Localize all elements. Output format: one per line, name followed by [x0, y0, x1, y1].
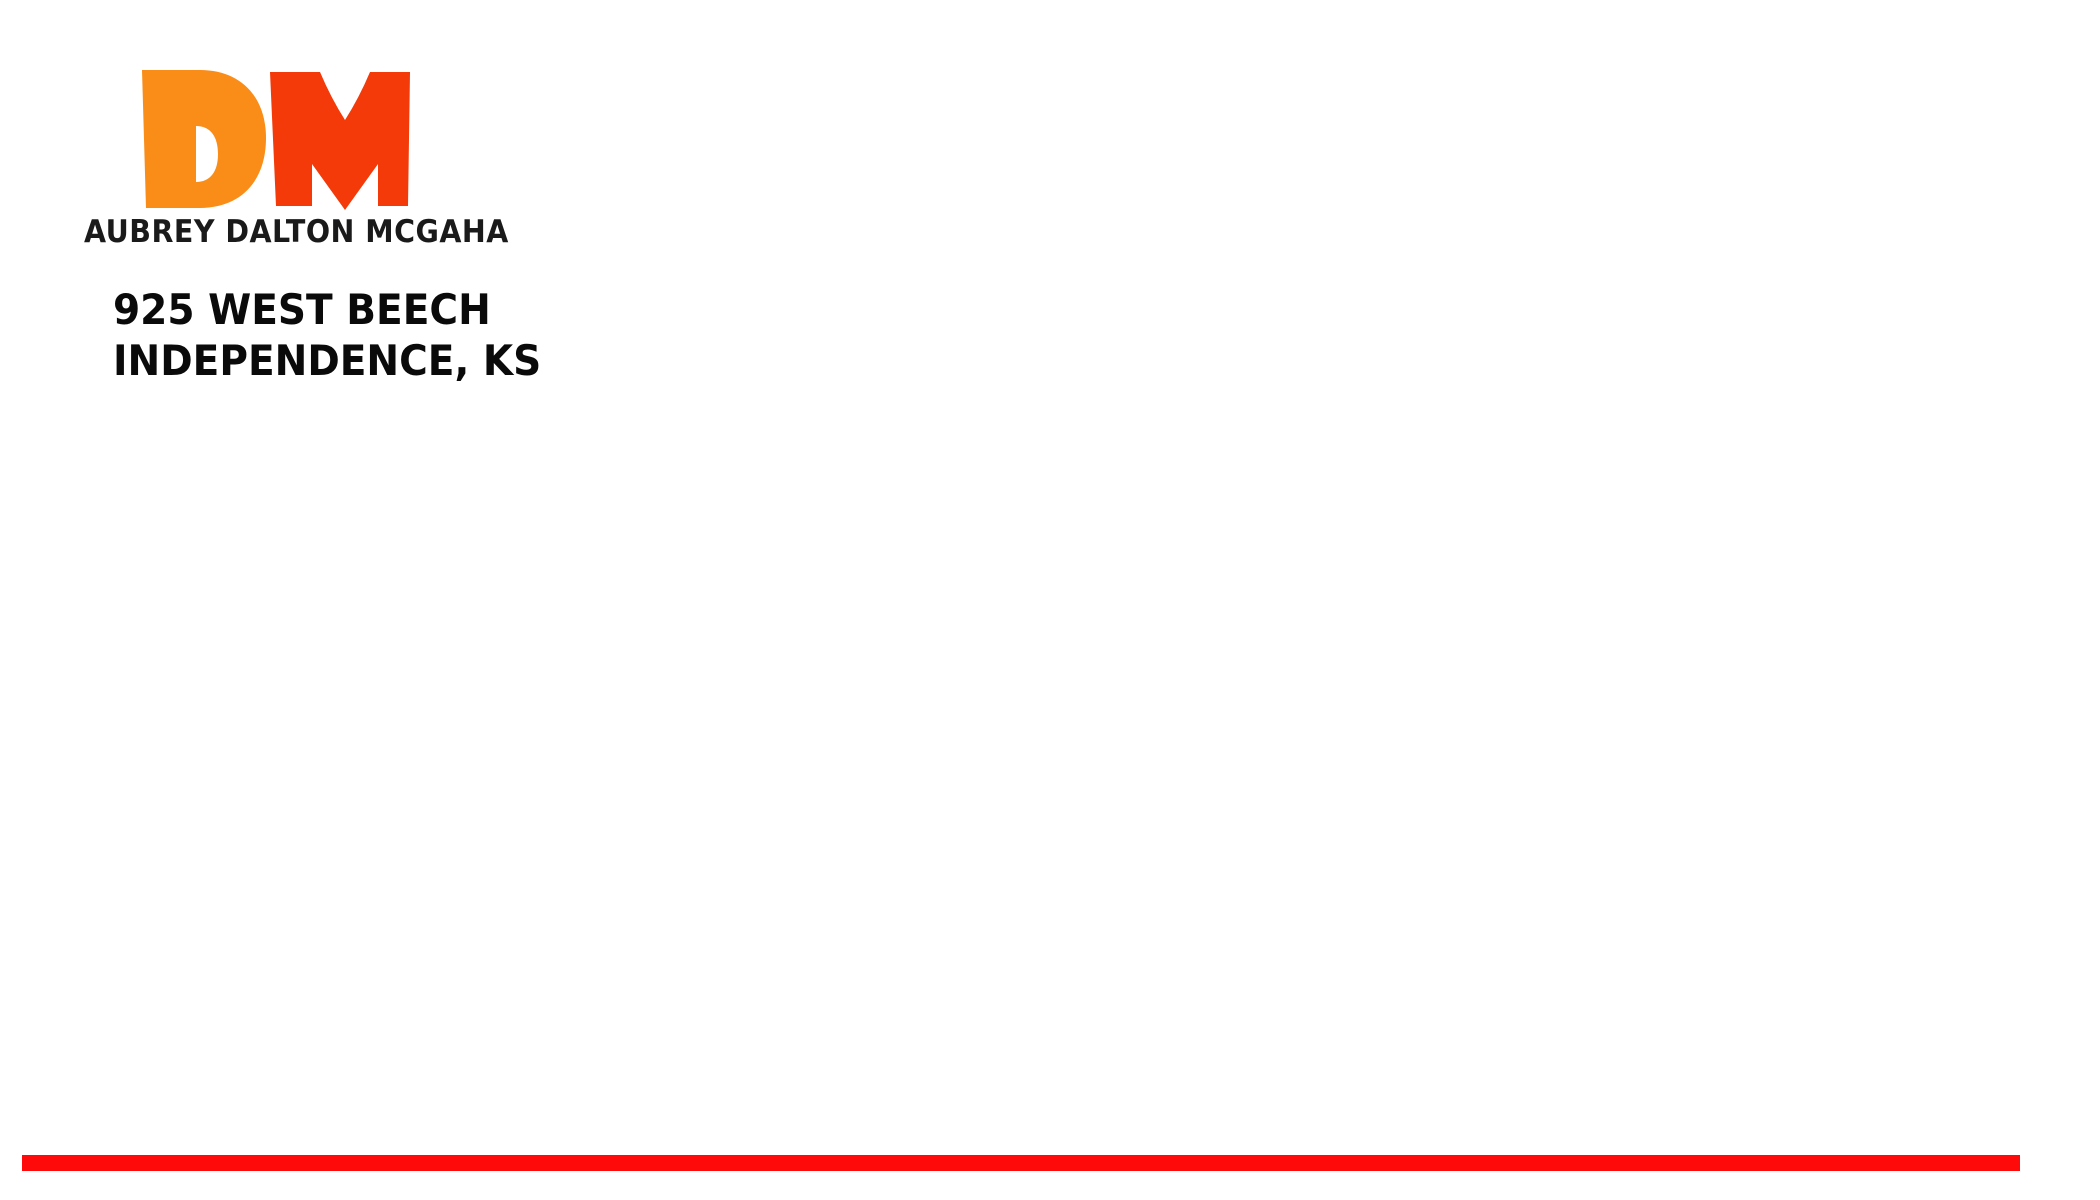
monogram-letter-d: [142, 70, 266, 208]
monogram-letter-m: [270, 72, 410, 210]
address-line-city: INDEPENDENCE, KS: [113, 336, 542, 385]
mailing-address: 925 WEST BEECH INDEPENDENCE, KS: [113, 284, 541, 386]
address-line-street: 925 WEST BEECH: [113, 285, 491, 334]
dm-monogram-logo: [138, 68, 418, 213]
owner-name: AUBREY DALTON MCGAHA: [84, 214, 509, 250]
footer-red-rule: [22, 1155, 2020, 1171]
